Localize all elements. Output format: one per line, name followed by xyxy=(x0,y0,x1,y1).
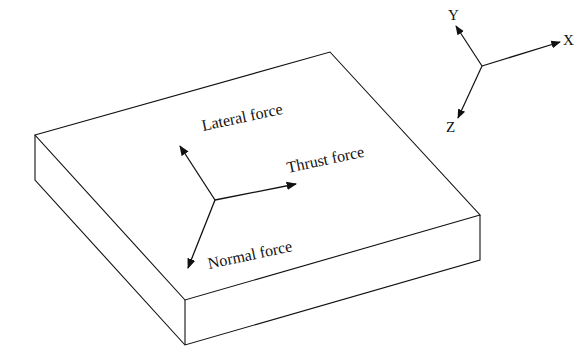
coordinate-axes xyxy=(456,26,560,118)
axis-label: Y xyxy=(448,8,459,23)
axis-label: Z xyxy=(446,120,455,135)
workpiece-block xyxy=(35,52,480,345)
axis-label: X xyxy=(563,33,574,48)
